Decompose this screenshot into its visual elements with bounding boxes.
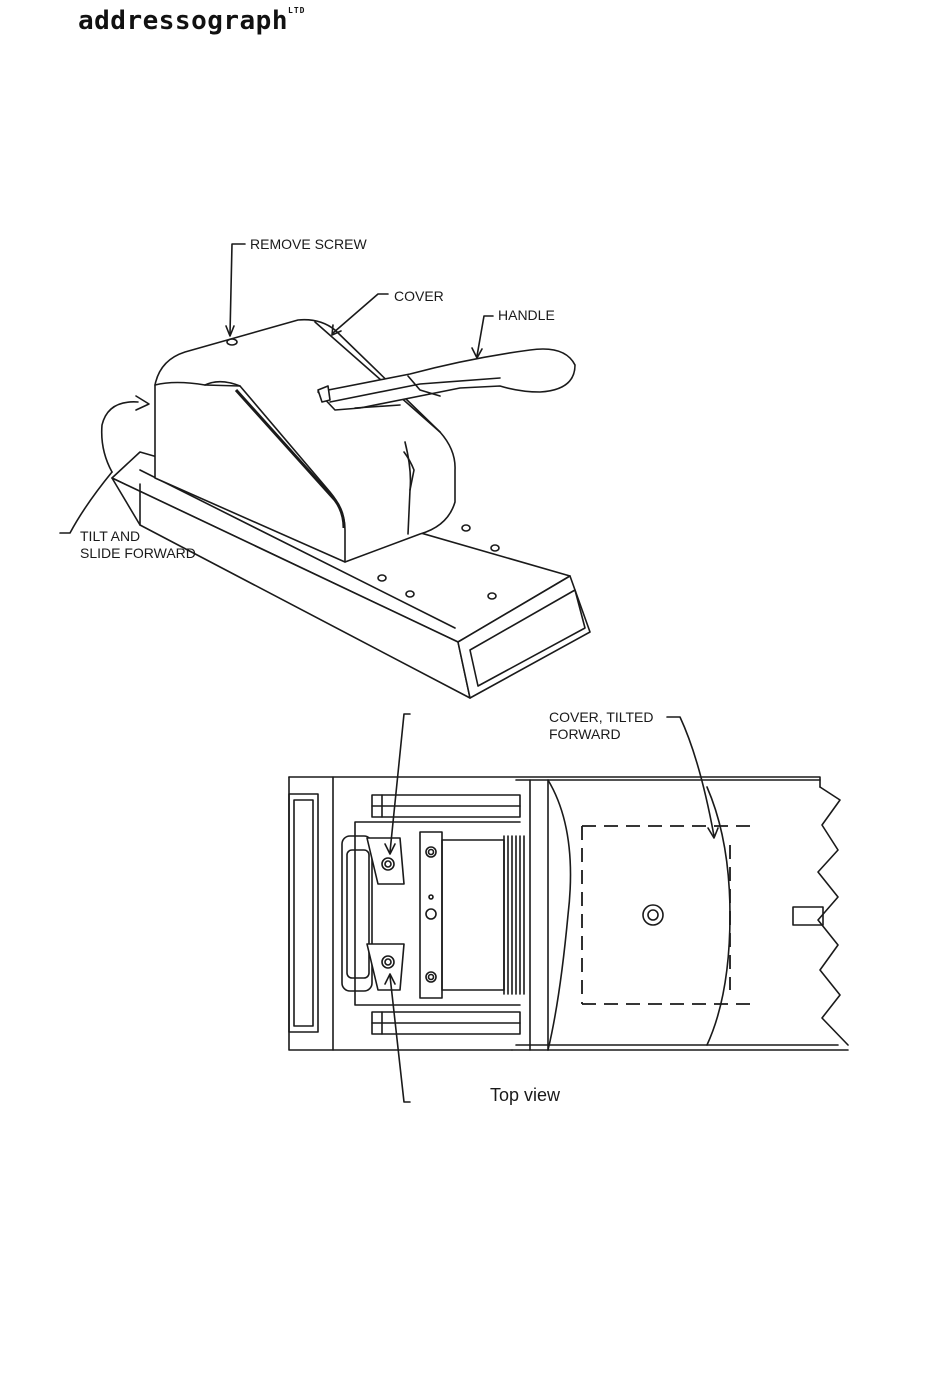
top-view: COVER, TILTED FORWARD Top view xyxy=(289,709,848,1105)
label-tilt-line2: SLIDE FORWARD xyxy=(80,545,196,561)
label-remove-screw: REMOVE SCREW xyxy=(250,236,367,252)
label-cover: COVER xyxy=(394,288,444,304)
label-cover-tilted-line1: COVER, TILTED xyxy=(549,709,654,725)
label-handle: HANDLE xyxy=(498,307,555,323)
label-tilt-line1: TILT AND xyxy=(80,528,140,544)
isometric-view: REMOVE SCREW COVER HANDLE TILT AND SLIDE… xyxy=(60,236,590,698)
top-view-caption: Top view xyxy=(490,1085,561,1105)
label-cover-tilted-line2: FORWARD xyxy=(549,726,621,742)
